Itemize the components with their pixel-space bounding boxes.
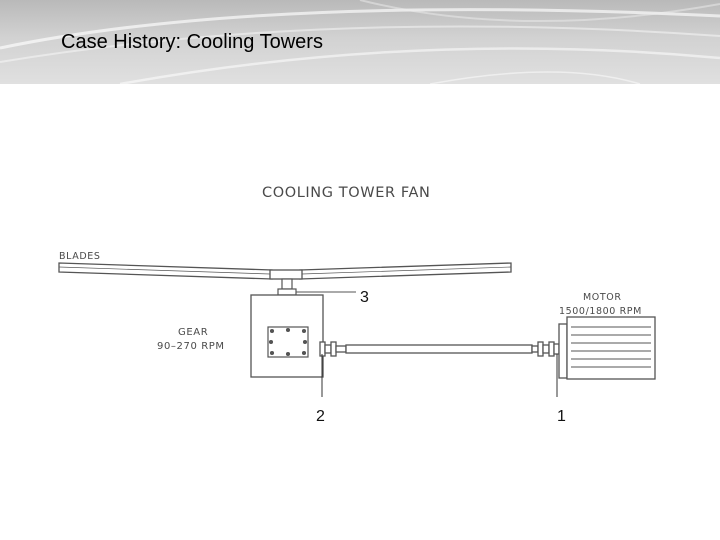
diagram-heading: COOLING TOWER FAN xyxy=(262,185,430,201)
fan-hub xyxy=(277,278,356,296)
callout-leaders xyxy=(321,354,558,397)
motor-label: MOTOR xyxy=(583,292,622,303)
callout-2: 2 xyxy=(316,408,325,425)
slide-title: Case History: Cooling Towers xyxy=(61,31,323,53)
gear-speed: 90–270 RPM xyxy=(157,341,225,352)
drive-shaft xyxy=(319,341,560,357)
fan-blades xyxy=(58,262,512,280)
callout-1: 1 xyxy=(557,408,566,425)
title-banner: Case History: Cooling Towers xyxy=(0,0,720,84)
callout-3: 3 xyxy=(360,289,369,306)
blades-label: BLADES xyxy=(59,251,100,262)
gear-label: GEAR xyxy=(178,327,208,338)
gearbox xyxy=(250,294,324,378)
cooling-tower-fan-diagram: COOLING TOWER FAN BLADES GEAR 90–270 RPM xyxy=(58,185,656,425)
banner-swoosh-decoration xyxy=(0,0,720,84)
motor-speed: 1500/1800 RPM xyxy=(559,306,642,317)
motor xyxy=(558,316,656,380)
